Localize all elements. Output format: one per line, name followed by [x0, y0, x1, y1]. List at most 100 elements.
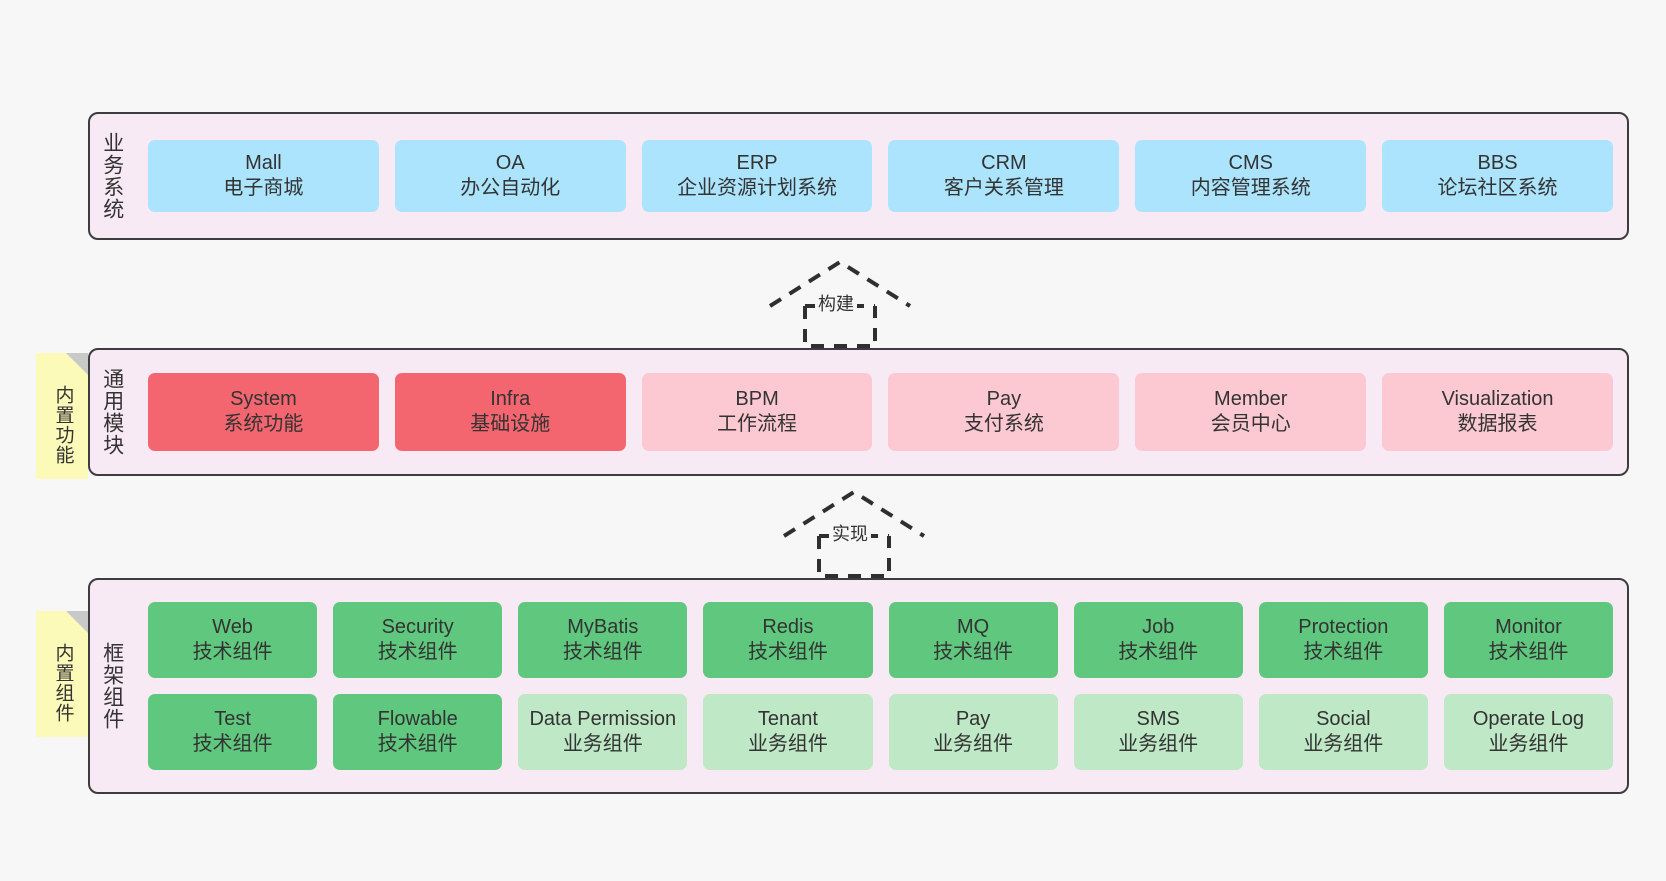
node-mall-en: Mall — [245, 152, 282, 174]
layer-common-body: System 系统功能 Infra 基础设施 BPM 工作流程 Pay 支付系统… — [134, 350, 1627, 474]
arrow-build-label: 构建 — [815, 290, 857, 316]
node-job[interactable]: Job 技术组件 — [1073, 602, 1243, 678]
node-web-cn: 技术组件 — [192, 641, 273, 663]
layer-framework-body: Web 技术组件 Security 技术组件 MyBatis 技术组件 Redi… — [134, 580, 1627, 792]
node-data-permission-cn: 业务组件 — [562, 733, 643, 755]
node-job-cn: 技术组件 — [1118, 641, 1199, 663]
node-visualization[interactable]: Visualization 数据报表 — [1382, 373, 1613, 451]
node-bpm-cn: 工作流程 — [717, 413, 798, 435]
node-cms-en: CMS — [1228, 152, 1273, 174]
node-oa-en: OA — [495, 152, 525, 174]
node-bbs-cn: 论坛社区系统 — [1437, 177, 1558, 199]
node-system[interactable]: System 系统功能 — [148, 373, 379, 451]
node-operate-log-en: Operate Log — [1472, 708, 1585, 730]
node-mq-en: MQ — [956, 616, 990, 638]
node-member[interactable]: Member 会员中心 — [1135, 373, 1367, 451]
node-data-permission[interactable]: Data Permission 业务组件 — [518, 694, 688, 770]
node-oa[interactable]: OA 办公自动化 — [394, 140, 626, 212]
node-mybatis-cn: 技术组件 — [562, 641, 643, 663]
node-pay-component-en: Pay — [955, 708, 991, 730]
layer-common-modules: 通用模块 System 系统功能 Infra 基础设施 BPM 工作流程 Pay — [88, 348, 1629, 476]
node-operate-log[interactable]: Operate Log 业务组件 — [1443, 694, 1613, 770]
node-mybatis[interactable]: MyBatis 技术组件 — [518, 602, 688, 678]
node-mq[interactable]: MQ 技术组件 — [888, 602, 1058, 678]
node-visualization-cn: 数据报表 — [1457, 413, 1538, 435]
node-erp[interactable]: ERP 企业资源计划系统 — [641, 140, 873, 212]
note-builtin-components: 内置组件 — [36, 611, 88, 737]
node-bpm[interactable]: BPM 工作流程 — [641, 373, 873, 451]
layer-business-title: 业务系统 — [100, 132, 124, 220]
node-flowable[interactable]: Flowable 技术组件 — [333, 694, 503, 770]
node-infra[interactable]: Infra 基础设施 — [394, 373, 626, 451]
node-infra-en: Infra — [490, 388, 531, 410]
node-protection[interactable]: Protection 技术组件 — [1258, 602, 1428, 678]
node-infra-cn: 基础设施 — [470, 413, 551, 435]
node-operate-log-cn: 业务组件 — [1488, 733, 1569, 755]
node-tenant[interactable]: Tenant 业务组件 — [703, 694, 873, 770]
layer-business-body: Mall 电子商城 OA 办公自动化 ERP 企业资源计划系统 CRM 客户关系… — [134, 114, 1627, 238]
node-redis-en: Redis — [762, 616, 814, 638]
node-monitor[interactable]: Monitor 技术组件 — [1443, 602, 1613, 678]
layer-common-title: 通用模块 — [100, 368, 124, 456]
node-social-en: Social — [1316, 708, 1371, 730]
node-crm-cn: 客户关系管理 — [943, 177, 1064, 199]
node-crm-en: CRM — [981, 152, 1027, 174]
node-tenant-cn: 业务组件 — [747, 733, 828, 755]
node-web[interactable]: Web 技术组件 — [148, 602, 318, 678]
node-test-en: Test — [214, 708, 251, 730]
node-oa-cn: 办公自动化 — [460, 177, 561, 199]
node-pay-component-cn: 业务组件 — [933, 733, 1014, 755]
node-erp-cn: 企业资源计划系统 — [677, 177, 838, 199]
common-node-row: System 系统功能 Infra 基础设施 BPM 工作流程 Pay 支付系统… — [148, 373, 1613, 451]
node-job-en: Job — [1142, 616, 1175, 638]
node-test[interactable]: Test 技术组件 — [148, 694, 318, 770]
node-test-cn: 技术组件 — [192, 733, 273, 755]
node-monitor-cn: 技术组件 — [1488, 641, 1569, 663]
node-mq-cn: 技术组件 — [933, 641, 1014, 663]
framework-business-row: Test 技术组件 Flowable 技术组件 Data Permission … — [148, 694, 1613, 770]
node-crm[interactable]: CRM 客户关系管理 — [888, 140, 1120, 212]
node-system-en: System — [230, 388, 297, 410]
node-pay-module-cn: 支付系统 — [963, 413, 1044, 435]
layer-framework-title: 框架组件 — [100, 642, 124, 730]
framework-tech-row: Web 技术组件 Security 技术组件 MyBatis 技术组件 Redi… — [148, 602, 1613, 678]
note-builtin-features: 内置功能 — [36, 353, 88, 479]
node-sms-en: SMS — [1136, 708, 1180, 730]
arrow-implement: 实现 — [766, 488, 942, 578]
node-mybatis-en: MyBatis — [567, 616, 639, 638]
node-bbs[interactable]: BBS 论坛社区系统 — [1382, 140, 1613, 212]
node-web-en: Web — [212, 616, 253, 638]
layer-framework-components: 框架组件 Web 技术组件 Security 技术组件 MyBatis 技术组件… — [88, 578, 1629, 794]
node-member-cn: 会员中心 — [1210, 413, 1291, 435]
arrow-build: 构建 — [752, 258, 928, 348]
node-mall[interactable]: Mall 电子商城 — [148, 140, 379, 212]
business-node-row: Mall 电子商城 OA 办公自动化 ERP 企业资源计划系统 CRM 客户关系… — [148, 140, 1613, 212]
node-member-en: Member — [1214, 388, 1288, 410]
node-protection-en: Protection — [1298, 616, 1389, 638]
node-mall-cn: 电子商城 — [223, 177, 304, 199]
node-security-en: Security — [381, 616, 454, 638]
node-flowable-en: Flowable — [377, 708, 458, 730]
node-erp-en: ERP — [736, 152, 778, 174]
node-cms-cn: 内容管理系统 — [1190, 177, 1311, 199]
note-builtin-features-label: 内置功能 — [52, 385, 74, 465]
node-security[interactable]: Security 技术组件 — [333, 602, 503, 678]
node-pay-module[interactable]: Pay 支付系统 — [888, 373, 1120, 451]
node-system-cn: 系统功能 — [223, 413, 304, 435]
node-bpm-en: BPM — [735, 388, 779, 410]
node-flowable-cn: 技术组件 — [377, 733, 458, 755]
arrow-implement-label: 实现 — [829, 520, 871, 546]
node-pay-module-en: Pay — [986, 388, 1022, 410]
layer-business-systems: 业务系统 Mall 电子商城 OA 办公自动化 ERP 企业资源计划系统 CRM — [88, 112, 1629, 240]
node-monitor-en: Monitor — [1495, 616, 1562, 638]
node-protection-cn: 技术组件 — [1303, 641, 1384, 663]
node-tenant-en: Tenant — [757, 708, 818, 730]
node-redis[interactable]: Redis 技术组件 — [703, 602, 873, 678]
node-social[interactable]: Social 业务组件 — [1258, 694, 1428, 770]
node-sms[interactable]: SMS 业务组件 — [1073, 694, 1243, 770]
node-pay-component[interactable]: Pay 业务组件 — [888, 694, 1058, 770]
node-visualization-en: Visualization — [1441, 388, 1554, 410]
node-security-cn: 技术组件 — [377, 641, 458, 663]
node-cms[interactable]: CMS 内容管理系统 — [1135, 140, 1367, 212]
